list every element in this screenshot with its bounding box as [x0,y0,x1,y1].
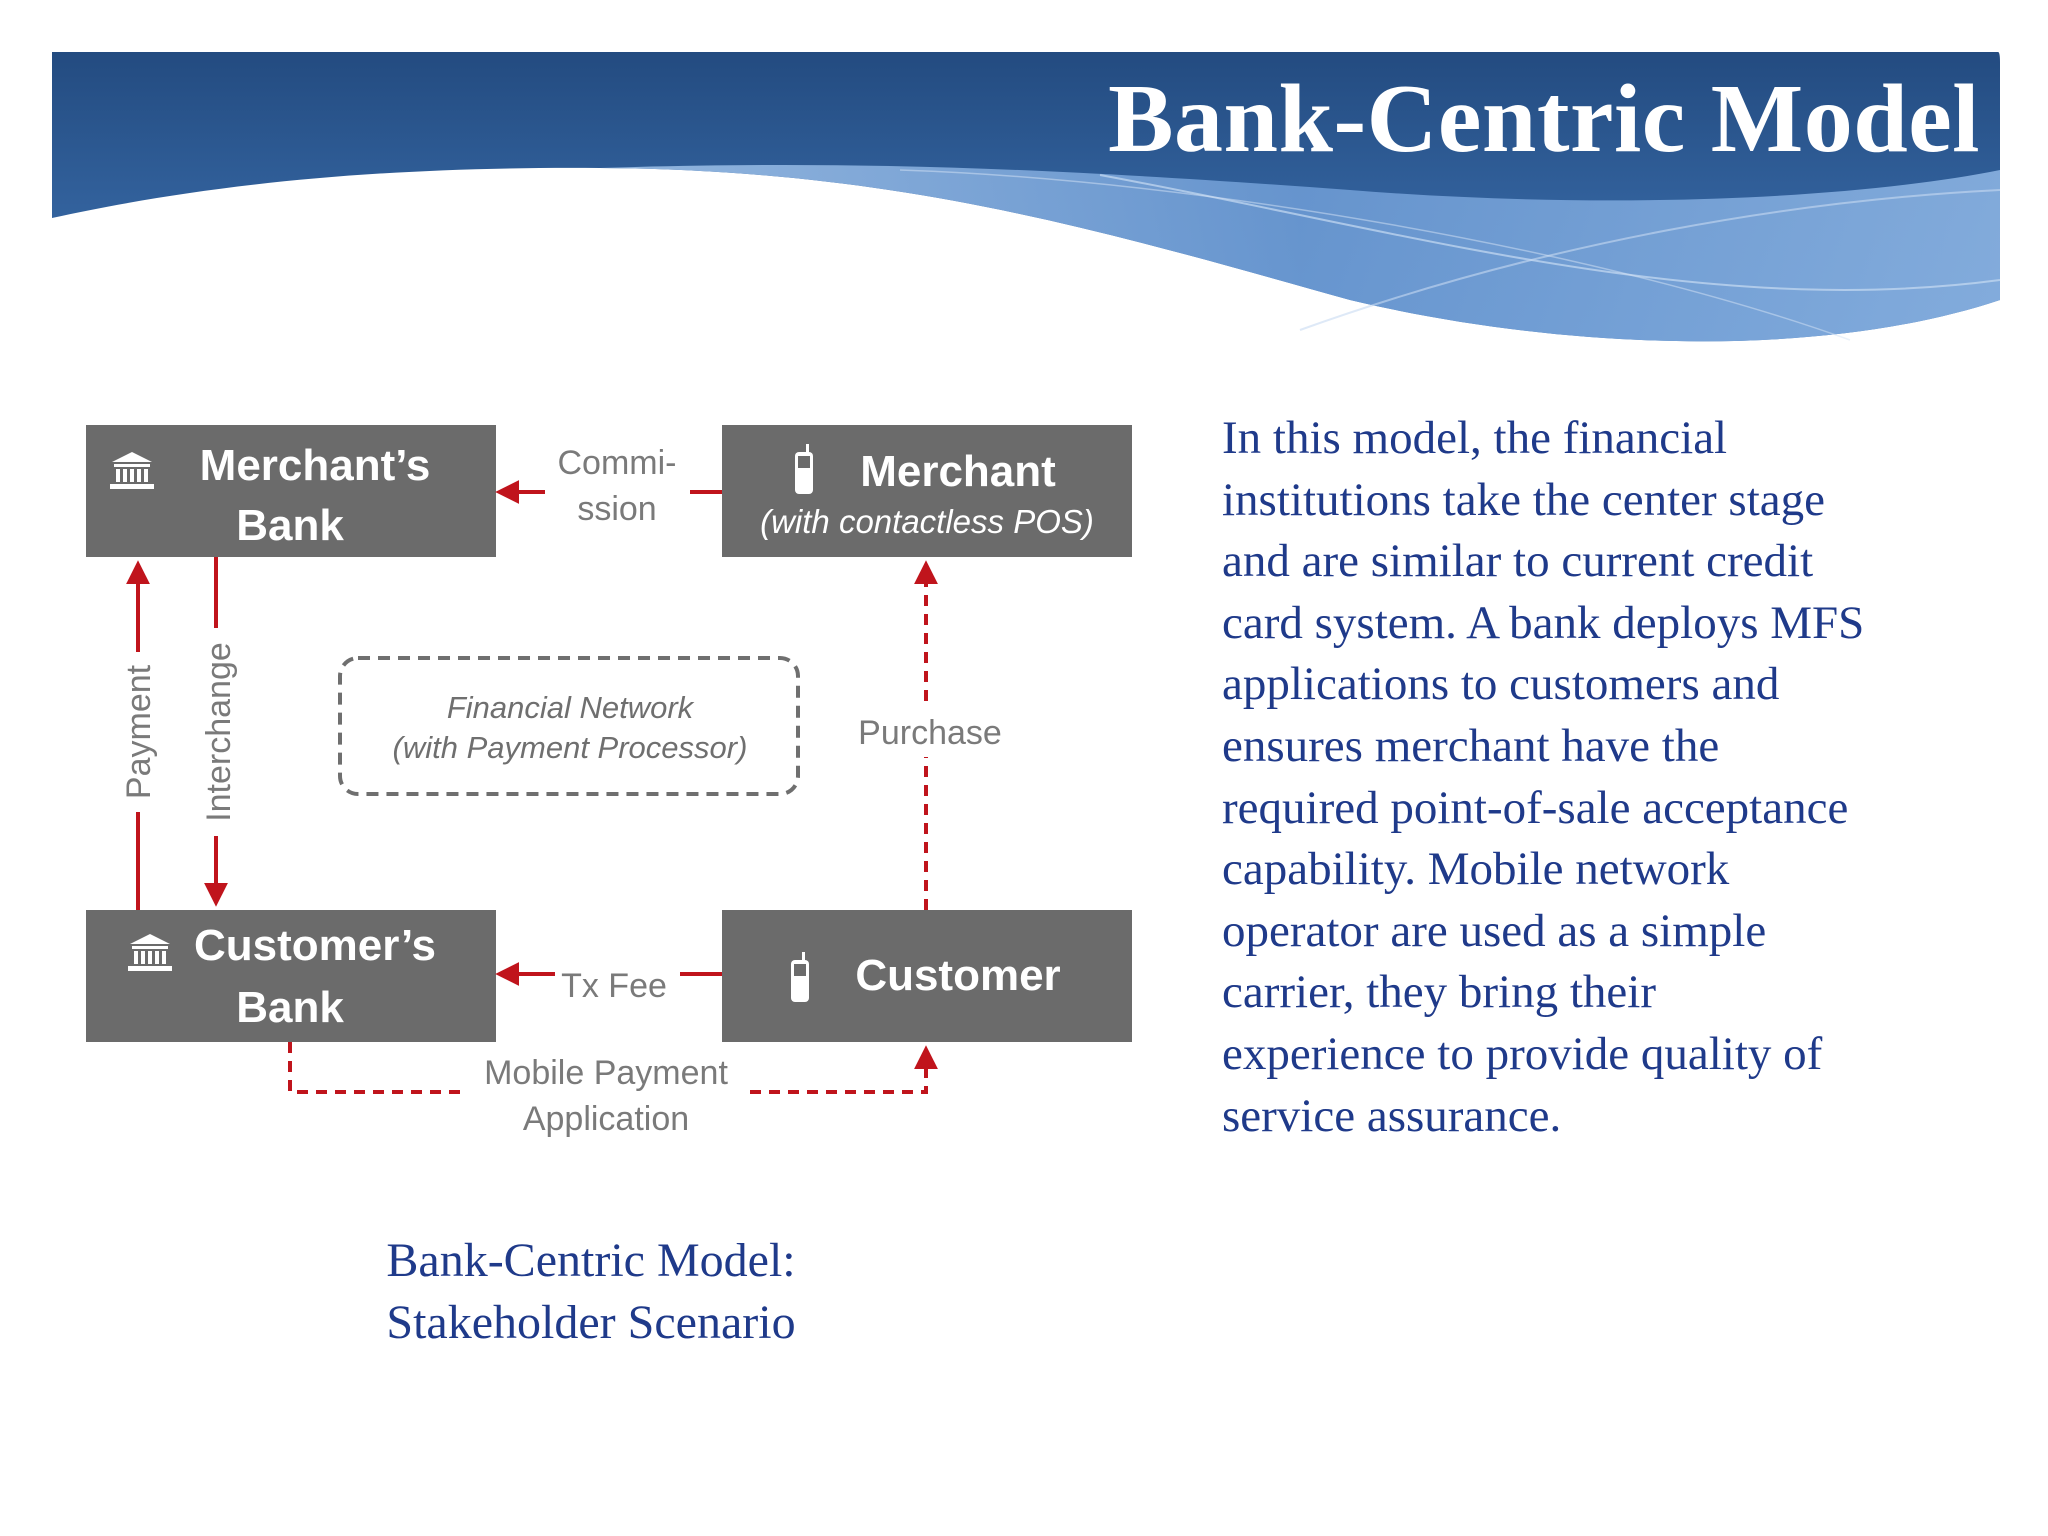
customers-bank-box [86,910,496,1042]
body-line: and are similar to current credit [1222,535,1814,588]
body-line: experience to provide quality of [1222,1027,1823,1080]
mobile-payment-connector [288,1042,468,1094]
body-line: institutions take the center stage [1222,473,1825,526]
body-line: capability. Mobile network [1222,843,1730,896]
body-line: card system. A bank deploys MFS [1222,596,1865,649]
body-text: In this model, the financial institution… [1222,408,2012,1147]
financial-network-line1: Financial Network [447,690,695,725]
financial-network-line2: (with Payment Processor) [393,730,748,765]
merchant-title: Merchant [860,447,1056,496]
body-line: required point-of-sale acceptance [1222,781,1849,834]
merchants-bank-line1: Merchant’s [200,441,431,490]
financial-network-box [338,656,800,796]
tx-fee-label: Tx Fee [561,967,667,1005]
interchange-label: Interchange [200,642,238,822]
merchant-subtitle: (with contactless POS) [760,503,1094,540]
stakeholder-diagram: Merchant’s Bank Merchant (with contactle… [86,425,1132,1138]
mobile-payment-label-1: Mobile Payment [484,1054,728,1092]
bank-icon [128,934,172,971]
body-line: ensures merchant have the [1222,719,1720,772]
caption-line: Stakeholder Scenario [386,1296,796,1349]
bank-icon [110,452,154,489]
merchants-bank-box [86,425,496,557]
purchase-label: Purchase [858,714,1002,752]
header-banner [52,52,2001,342]
customer-title: Customer [855,951,1060,1000]
body-line: operator are used as a simple [1222,904,1767,957]
payment-label: Payment [120,664,158,799]
diagram-caption: Bank-Centric Model: Stakeholder Scenario [300,1230,882,1354]
body-line: applications to customers and [1222,658,1780,711]
merchants-bank-line2: Bank [236,501,344,550]
customers-bank-line2: Bank [236,983,344,1032]
body-line: service assurance. [1222,1089,1562,1142]
commission-label-1: Commi- [558,444,677,482]
customer-box [722,910,1132,1042]
body-line: carrier, they bring their [1222,966,1656,1019]
mobile-payment-arrow [750,1045,938,1094]
mobile-phone-icon [791,952,809,1002]
commission-label-2: ssion [577,490,656,528]
body-line: In this model, the financial [1222,412,1728,464]
merchant-box [722,425,1132,557]
mobile-phone-icon [795,444,813,494]
mobile-payment-label-2: Application [523,1100,689,1138]
customers-bank-line1: Customer’s [194,921,436,970]
caption-line: Bank-Centric Model: [386,1234,796,1287]
slide-title: Bank-Centric Model [1108,65,1980,173]
